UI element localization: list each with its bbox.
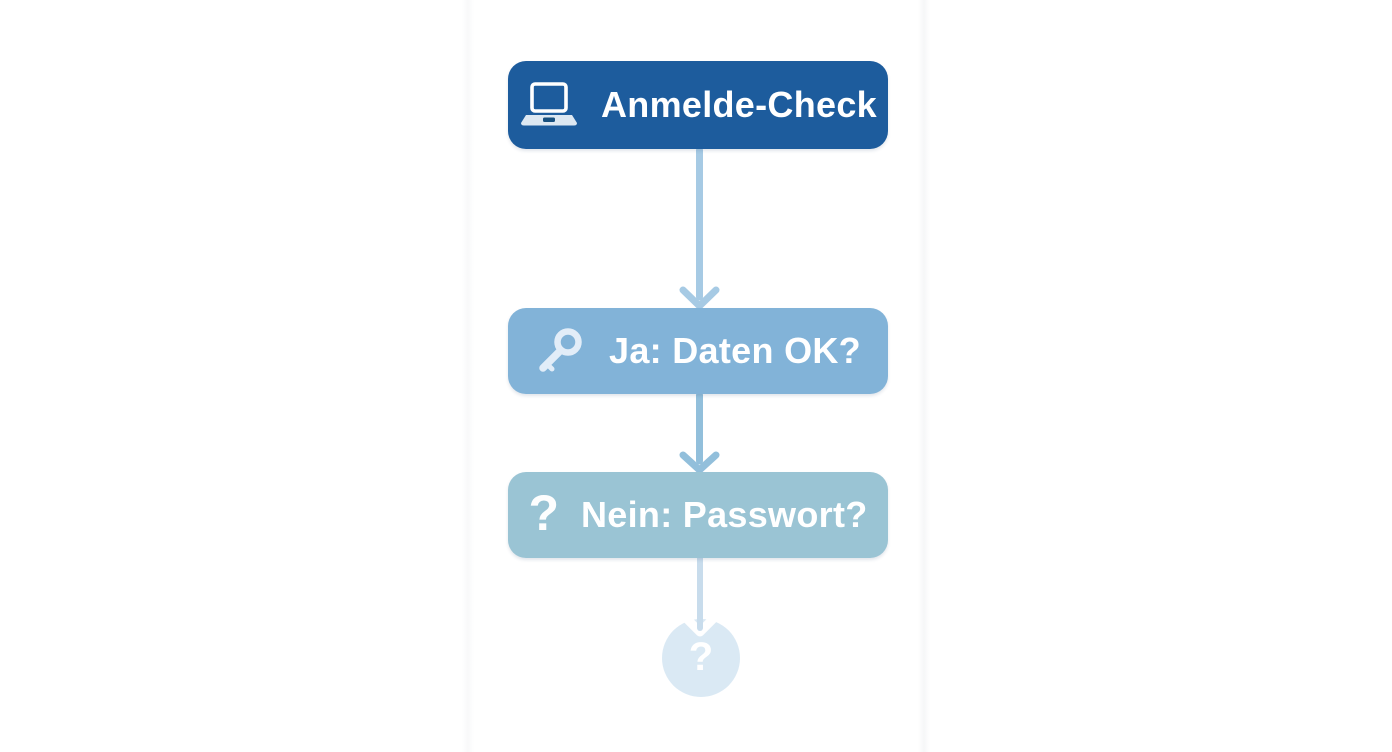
question-mark-icon: ? [528, 485, 559, 541]
connector-2-arrowhead-icon [679, 451, 720, 474]
node-label: Anmelde-Check [601, 84, 877, 125]
connector-1-arrowhead-icon [679, 286, 720, 310]
node-label: Nein: Passwort? [580, 494, 868, 535]
background-edge-artifact-right [918, 0, 930, 752]
end-node-question-label: ? [688, 635, 714, 679]
key-icon [535, 325, 587, 377]
node-label: Ja: Daten OK? [609, 330, 861, 371]
node-anmelde-check: Anmelde-Check [508, 61, 888, 149]
background-edge-artifact-left [462, 0, 474, 752]
node-end-unknown: ? [662, 619, 740, 697]
node-nein-passwort: ? Nein: Passwort? [508, 472, 888, 558]
laptop-icon [519, 82, 579, 128]
node-ja-daten-ok: Ja: Daten OK? [508, 308, 888, 394]
